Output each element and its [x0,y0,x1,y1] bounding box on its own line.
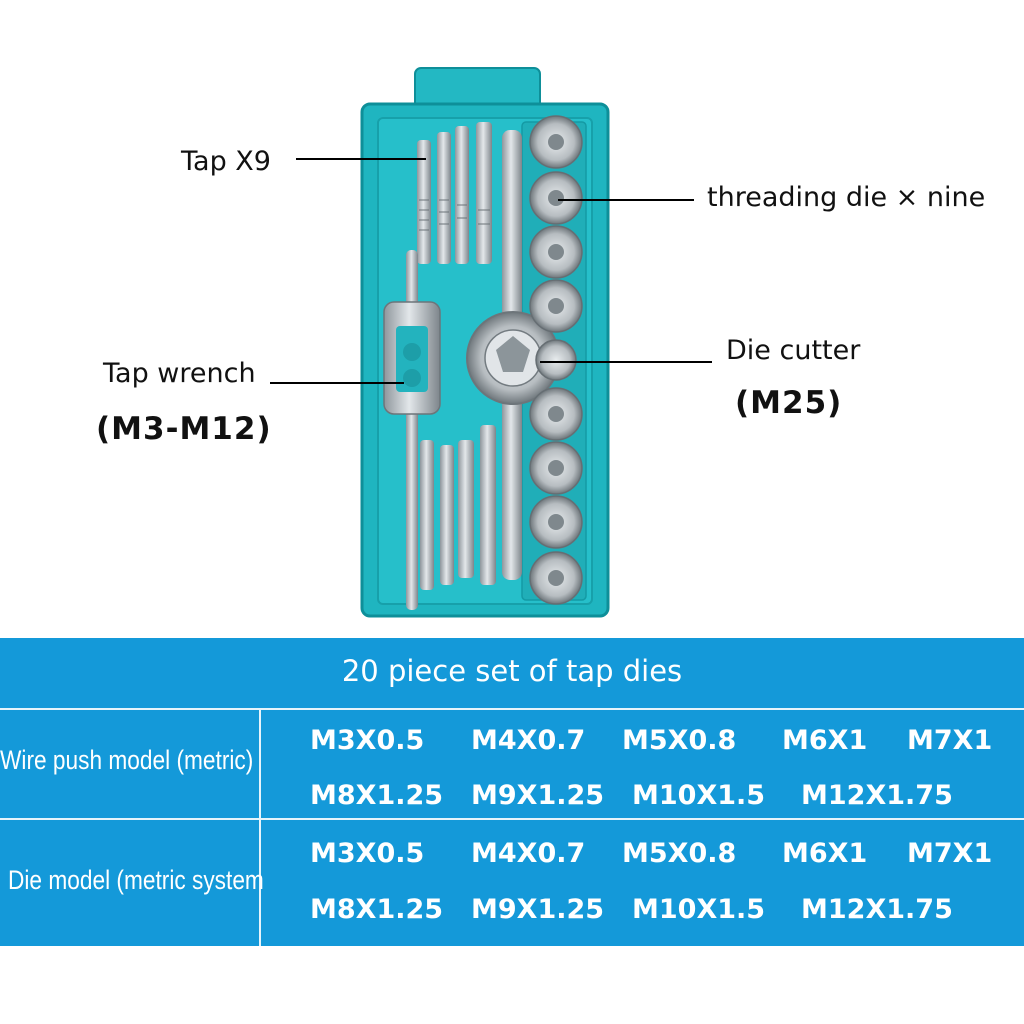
table-divider [0,818,1024,820]
die-size: M7X1 [907,838,993,869]
tap-size: M12X1.75 [801,780,953,811]
tap-wrench-callout: Tap wrench [103,358,256,389]
threading-die-column [529,115,583,605]
tap-wrench-range: (M3-M12) [96,411,272,447]
tap-size: M9X1.25 [471,780,605,811]
die-cutter-callout: Die cutter [726,335,861,366]
die-cutter-handle [466,130,560,580]
row-label-tap-model: Wire push model (metric) [0,745,254,775]
threading-die-callout: threading die × nine [707,182,986,213]
table-divider [0,708,1024,710]
die-size: M6X1 [782,838,868,869]
tap-row-upper [417,122,492,264]
tap-size: M6X1 [782,725,868,756]
row-label-die-model: Die model (metric system [8,865,264,895]
tap-die-set-illustration [360,67,610,618]
die-size: M5X0.8 [622,838,737,869]
die-size: M3X0.5 [310,838,425,869]
tap-leader-line [296,158,426,160]
die-size: M4X0.7 [471,838,586,869]
die-cutter-size: (M25) [735,385,843,421]
spec-table: 20 piece set of tap dies Wire push model… [0,638,1024,946]
tap-size: M4X0.7 [471,725,586,756]
tap-size: M3X0.5 [310,725,425,756]
table-title: 20 piece set of tap dies [341,654,683,688]
tap-callout: Tap X9 [181,146,271,177]
die-size: M12X1.75 [801,894,953,925]
tap-wrench-leader-line [270,382,404,384]
table-column-divider [259,710,261,946]
threading-die-leader-line [558,199,694,201]
tap-size: M10X1.5 [632,780,766,811]
tap-row-lower [420,425,496,590]
die-size: M8X1.25 [310,894,444,925]
die-cutter-leader-line [540,361,712,363]
tap-size: M7X1 [907,725,993,756]
die-size: M10X1.5 [632,894,766,925]
tap-size: M8X1.25 [310,780,444,811]
tap-size: M5X0.8 [622,725,737,756]
tap-wrench [383,250,441,610]
die-size: M9X1.25 [471,894,605,925]
